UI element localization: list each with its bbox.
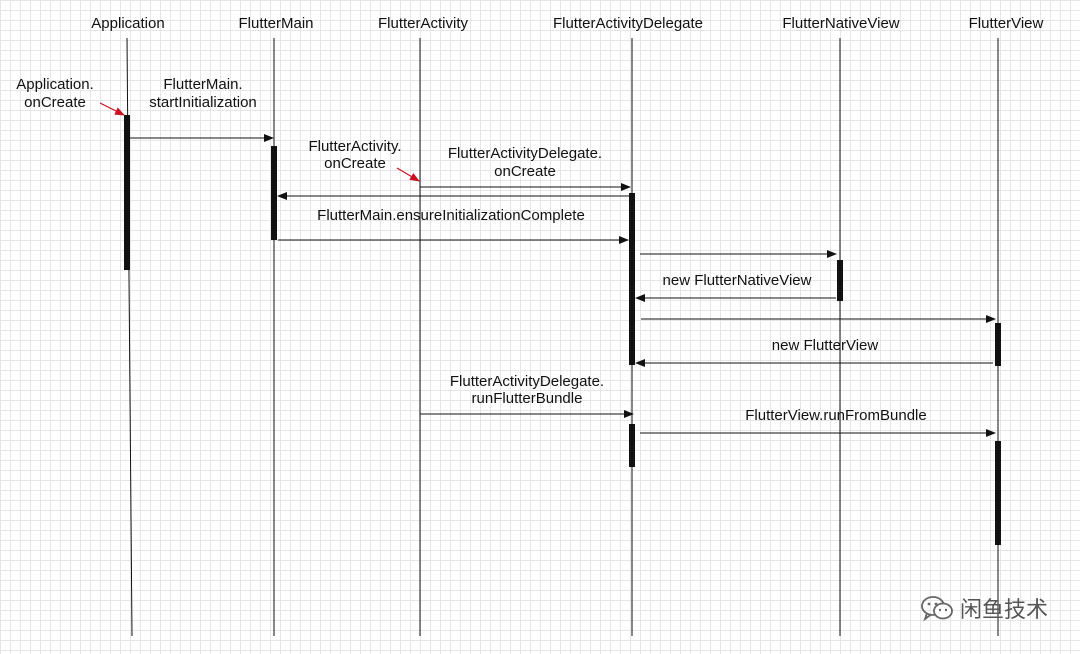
participant-native: FlutterNativeView [782, 15, 899, 32]
participant-del: FlutterActivityDelegate [553, 15, 703, 32]
participant-view: FlutterView [969, 15, 1044, 32]
message-label: FlutterMain. [163, 76, 242, 93]
annotation-label: onCreate [324, 155, 386, 172]
message-label: runFlutterBundle [472, 390, 583, 407]
activation-bar-main [271, 146, 277, 240]
participant-app: Application [91, 15, 164, 32]
message-label: FlutterActivityDelegate. [450, 373, 604, 390]
wechat-icon [921, 596, 953, 622]
message-label: FlutterActivityDelegate. [448, 145, 602, 162]
message-label: onCreate [494, 163, 556, 180]
participant-main: FlutterMain [238, 15, 313, 32]
activation-bar-del [629, 424, 635, 467]
annotation-arrow [396, 167, 420, 182]
watermark-text: 闲鱼技术 [959, 598, 1048, 623]
activation-bar-view [995, 323, 1001, 366]
message-label: startInitialization [149, 94, 257, 111]
annotation-label: FlutterActivity. [308, 138, 401, 155]
annotation-label: onCreate [24, 94, 86, 111]
activation-bar-app [124, 115, 130, 270]
activation-bar-del [629, 193, 635, 365]
message-label: FlutterMain.ensureInitializationComplete [317, 207, 585, 224]
annotation-label: Application. [16, 76, 94, 93]
message-label: new FlutterNativeView [663, 272, 812, 289]
message-label: FlutterView.runFromBundle [745, 407, 926, 424]
activation-bar-native [837, 260, 843, 301]
watermark: 闲鱼技术 [920, 592, 1048, 624]
annotation-arrow [99, 102, 125, 116]
activation-bar-view [995, 441, 1001, 545]
message-label: new FlutterView [772, 337, 879, 354]
participant-act: FlutterActivity [378, 15, 469, 32]
